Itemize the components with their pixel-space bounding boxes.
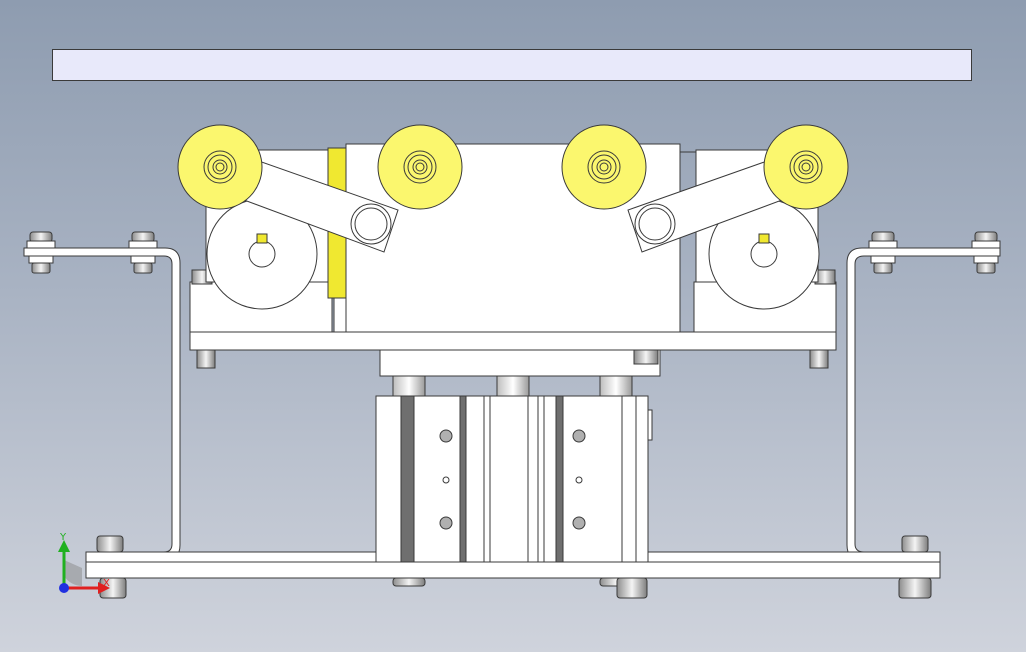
x-axis-label: X xyxy=(103,578,110,589)
yellow-roller xyxy=(177,124,263,210)
bracket-bolt xyxy=(971,231,1001,274)
axis-triad: Y X xyxy=(58,532,110,594)
y-axis-label: Y xyxy=(59,532,67,543)
left-swing-arm xyxy=(227,159,399,253)
bracket-bolt xyxy=(128,231,158,274)
left-bracket xyxy=(23,247,181,561)
yellow-roller xyxy=(561,124,647,210)
yellow-roller xyxy=(377,124,463,210)
guided-cylinder xyxy=(375,395,653,563)
bracket-bolt xyxy=(26,231,56,274)
bracket-bolt xyxy=(868,231,898,274)
base-bolt xyxy=(392,577,648,599)
z-axis-dot xyxy=(59,583,69,593)
yellow-roller xyxy=(763,124,849,210)
right-swing-arm xyxy=(627,159,799,253)
title-bar xyxy=(52,49,972,81)
base-bolt xyxy=(96,535,127,599)
right-drive-wheel xyxy=(708,198,820,310)
base-bolt xyxy=(898,535,932,599)
right-bracket xyxy=(846,247,1001,561)
guide-rod xyxy=(392,375,633,397)
